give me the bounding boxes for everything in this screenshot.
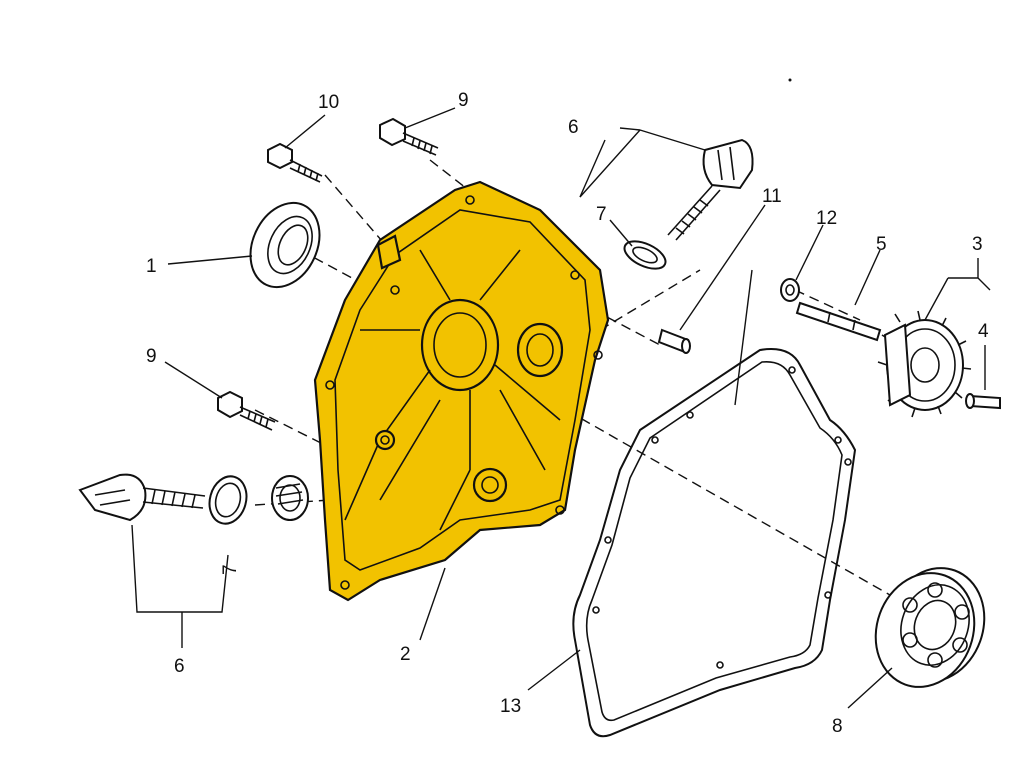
callout-4: 4: [978, 321, 989, 342]
callout-8: 8: [832, 716, 843, 737]
gasket: [572, 348, 857, 738]
callout-1: 1: [146, 256, 157, 277]
callout-13: 13: [500, 696, 521, 717]
oil-filler-cap: [78, 473, 206, 522]
callout-12: 12: [816, 208, 837, 229]
callout-5: 5: [876, 234, 887, 255]
o-ring-bottom: [208, 475, 248, 525]
ball-bearing: [874, 567, 986, 688]
callout-9-top: 9: [458, 90, 469, 111]
governor-gear: [877, 310, 972, 418]
callout-3: 3: [972, 234, 983, 255]
shaft: [795, 301, 882, 342]
bolt-9-top: [379, 117, 439, 156]
washer: [780, 278, 800, 302]
callout-10: 10: [318, 92, 339, 113]
speck: [788, 78, 792, 82]
o-ring-top: [623, 240, 667, 270]
callout-6-top: 6: [568, 117, 579, 138]
dowel-pin: [657, 328, 691, 354]
callout-2: 2: [400, 644, 411, 665]
leader-lines: [131, 107, 991, 709]
callout-labels: 1 2 3 4 5 6 6 7 7 8 9 9 10 11 12 13: [146, 90, 989, 737]
oil-seal: [249, 201, 321, 289]
callout-7-bottom: 7: [220, 564, 241, 575]
threaded-fitting: [271, 475, 309, 521]
bolt-9-left: [217, 390, 276, 431]
callout-9-left: 9: [146, 346, 157, 367]
bolt-10: [267, 142, 323, 183]
crankcase-cover: [313, 180, 610, 602]
callout-6-bottom: 6: [174, 656, 185, 677]
callout-11: 11: [762, 186, 782, 207]
governor-pin: [965, 393, 1001, 410]
callout-7-top: 7: [596, 204, 607, 225]
dipstick: [667, 138, 754, 241]
